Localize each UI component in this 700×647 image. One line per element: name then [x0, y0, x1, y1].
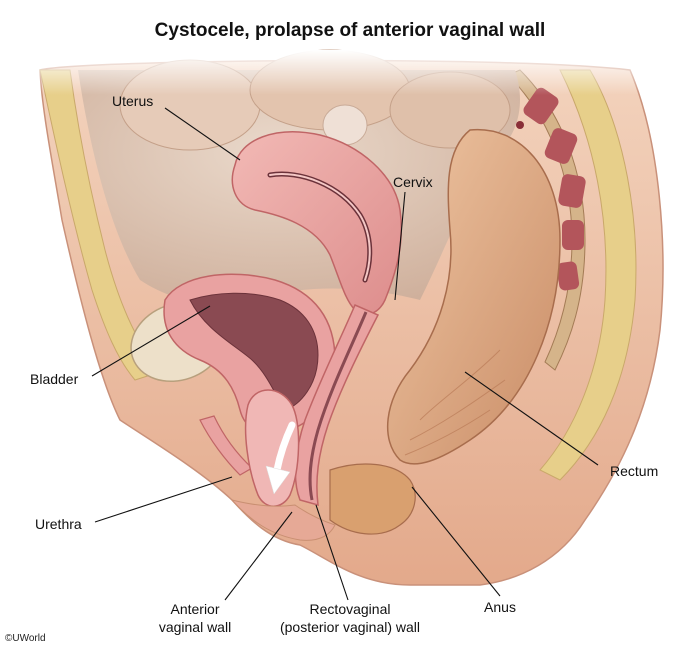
label-rectovaginal-line2: (posterior vaginal) wall [280, 619, 420, 635]
leader-rectovaginal-wall [315, 504, 349, 601]
label-anterior-line2: vaginal wall [159, 619, 231, 635]
label-uterus: Uterus [112, 93, 153, 109]
posterior-wall-fat [539, 69, 637, 481]
label-urethra: Urethra [35, 516, 82, 532]
diagram-title: Cystocele, prolapse of anterior vaginal … [155, 20, 546, 41]
leader-bladder [91, 305, 211, 377]
label-bladder: Bladder [30, 371, 79, 387]
leader-uterus [164, 107, 241, 161]
label-rectum: Rectum [610, 463, 658, 479]
pelvis-illustration [0, 49, 700, 586]
leader-rectum [464, 371, 599, 466]
down-arrow-icon [265, 421, 296, 495]
sacrum-spine [502, 69, 586, 371]
label-anus: Anus [484, 599, 516, 615]
anal-canal [329, 463, 416, 535]
leader-cervix [394, 191, 406, 301]
uterus-organ [231, 131, 403, 316]
leader-anterior-wall [224, 511, 293, 601]
label-rectovaginal-line1: Rectovaginal [310, 601, 391, 617]
leader-anus [411, 486, 501, 597]
label-cervix: Cervix [393, 174, 433, 190]
vaginal-canal [294, 304, 380, 507]
perineum [230, 499, 336, 541]
copyright-text: ©UWorld [5, 633, 46, 644]
label-anterior-line1: Anterior [170, 601, 219, 617]
rectum-organ [387, 128, 561, 465]
leader-urethra [94, 476, 233, 523]
leader-lines [91, 107, 599, 601]
labels: Uterus Cervix Bladder Rectum Urethra Ant… [30, 93, 658, 635]
